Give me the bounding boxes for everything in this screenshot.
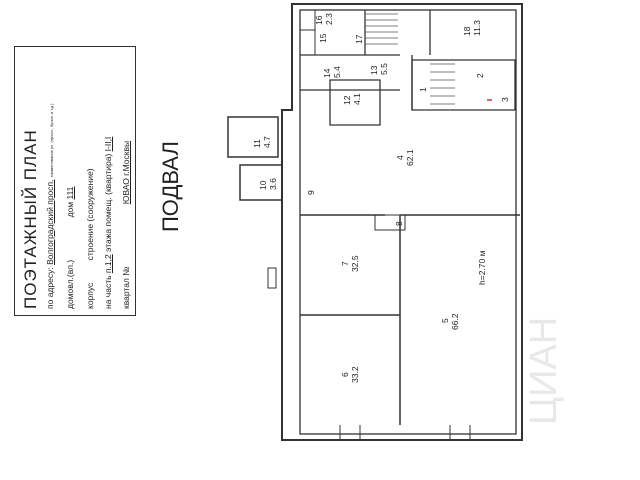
room-18-area: 11.3 [472, 20, 482, 36]
room-2-num: 2 [475, 73, 485, 78]
room-11-num: 11 [252, 139, 262, 148]
room-6-area: 33.2 [350, 366, 360, 383]
room-14-num: 14 [322, 68, 332, 78]
walls [227, 3, 523, 441]
room-labels: 1 2 3 4 62.1 5 66.2 6 33.2 7 32.5 8 9 10… [252, 13, 510, 383]
room-16-num: 16 [314, 15, 324, 25]
room-4-num: 4 [395, 155, 405, 160]
room-9-num: 9 [306, 190, 316, 195]
room-8-num: 8 [394, 221, 404, 226]
room-3-num: 3 [500, 97, 510, 102]
room-17-num: 17 [354, 34, 364, 44]
room-13-area: 5.5 [379, 63, 389, 75]
stairs-icon [365, 13, 455, 105]
room-16-area: 2.3 [324, 13, 334, 25]
room-11-area: 4.7 [262, 136, 272, 148]
watermark: ЦИАН [523, 317, 565, 425]
room-1-num: 1 [418, 87, 428, 92]
room-12-area: 4.1 [352, 93, 362, 105]
title-block: ПОЭТАЖНЫЙ ПЛАН по адресу: Волгоградский … [14, 46, 136, 316]
room-14-area: 5.4 [332, 66, 342, 78]
room-10-area: 3.6 [268, 178, 278, 190]
room-15-num: 15 [318, 33, 328, 43]
room-5-num: 5 [440, 318, 450, 323]
room-7-num: 7 [340, 261, 350, 266]
room-5-area: 66.2 [450, 313, 460, 330]
room-6-num: 6 [340, 372, 350, 377]
room-13-num: 13 [369, 65, 379, 75]
room-12-num: 12 [342, 95, 352, 105]
room-7-area: 32.5 [350, 255, 360, 272]
room-10-num: 10 [258, 180, 268, 190]
height-note: h=2.70 м [477, 250, 487, 285]
room-18-num: 18 [462, 26, 472, 36]
room-4-area: 62.1 [405, 149, 415, 166]
